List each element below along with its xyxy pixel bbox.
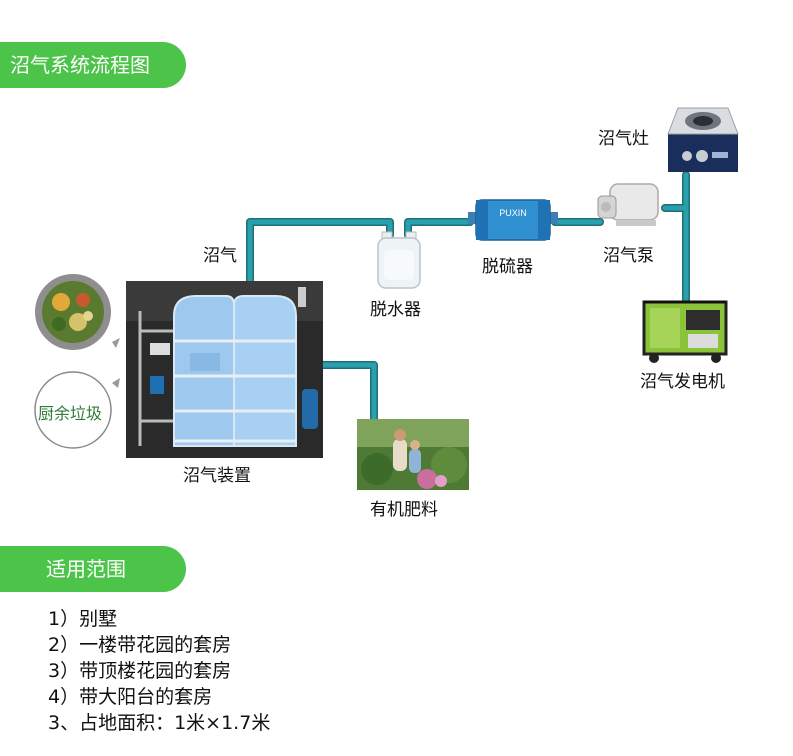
section-banner-flowchart: 沼气系统流程图	[0, 42, 186, 88]
biogas-device-label: 沼气装置	[183, 466, 251, 486]
biogas-stove-image	[667, 107, 739, 172]
section-title: 沼气系统流程图	[10, 53, 150, 77]
kitchen-waste-circle	[34, 371, 112, 449]
biogas-device-image	[126, 281, 323, 458]
organic-fertilizer-label: 有机肥料	[370, 500, 438, 520]
arrow-icon	[112, 378, 120, 388]
arrow-icon	[112, 338, 120, 348]
desulfurizer-label: 脱硫器	[482, 257, 533, 277]
list-item: 3）带顶楼花园的套房	[48, 660, 232, 682]
biogas-pump-image	[597, 183, 659, 226]
generator-image	[642, 300, 728, 363]
biogas-pump-label: 沼气泵	[603, 246, 654, 266]
scope-list: 1）别墅 2）一楼带花园的套房 3）带顶楼花园的套房 4）带大阳台的套房 3、占…	[48, 606, 270, 736]
desulfurizer-brand-text: PUXIN	[499, 208, 527, 218]
organic-fertilizer-image	[357, 419, 469, 490]
desulfurizer-image: PUXIN	[468, 199, 558, 241]
list-item: 1）别墅	[48, 608, 118, 630]
list-item: 4）带大阳台的套房	[48, 686, 213, 708]
dehydrator-label: 脱水器	[370, 300, 421, 320]
generator-label: 沼气发电机	[640, 372, 725, 392]
kitchen-waste-bowl-image	[35, 274, 111, 350]
list-item: 2）一楼带花园的套房	[48, 634, 232, 656]
dehydrator-image	[377, 231, 421, 289]
section-title: 适用范围	[46, 557, 126, 581]
pipe-dehydrator-to-desulfurizer	[405, 219, 473, 238]
pipe-to-fertilizer	[319, 362, 377, 423]
list-item: 3、占地面积：1米×1.7米	[48, 712, 271, 734]
kitchen-waste-label: 厨余垃圾	[38, 404, 103, 423]
section-banner-scope: 适用范围	[0, 546, 186, 592]
biogas-stove-label: 沼气灶	[598, 129, 649, 149]
pipe-device-to-dehydrator	[247, 219, 393, 288]
biogas-label: 沼气	[203, 246, 237, 266]
